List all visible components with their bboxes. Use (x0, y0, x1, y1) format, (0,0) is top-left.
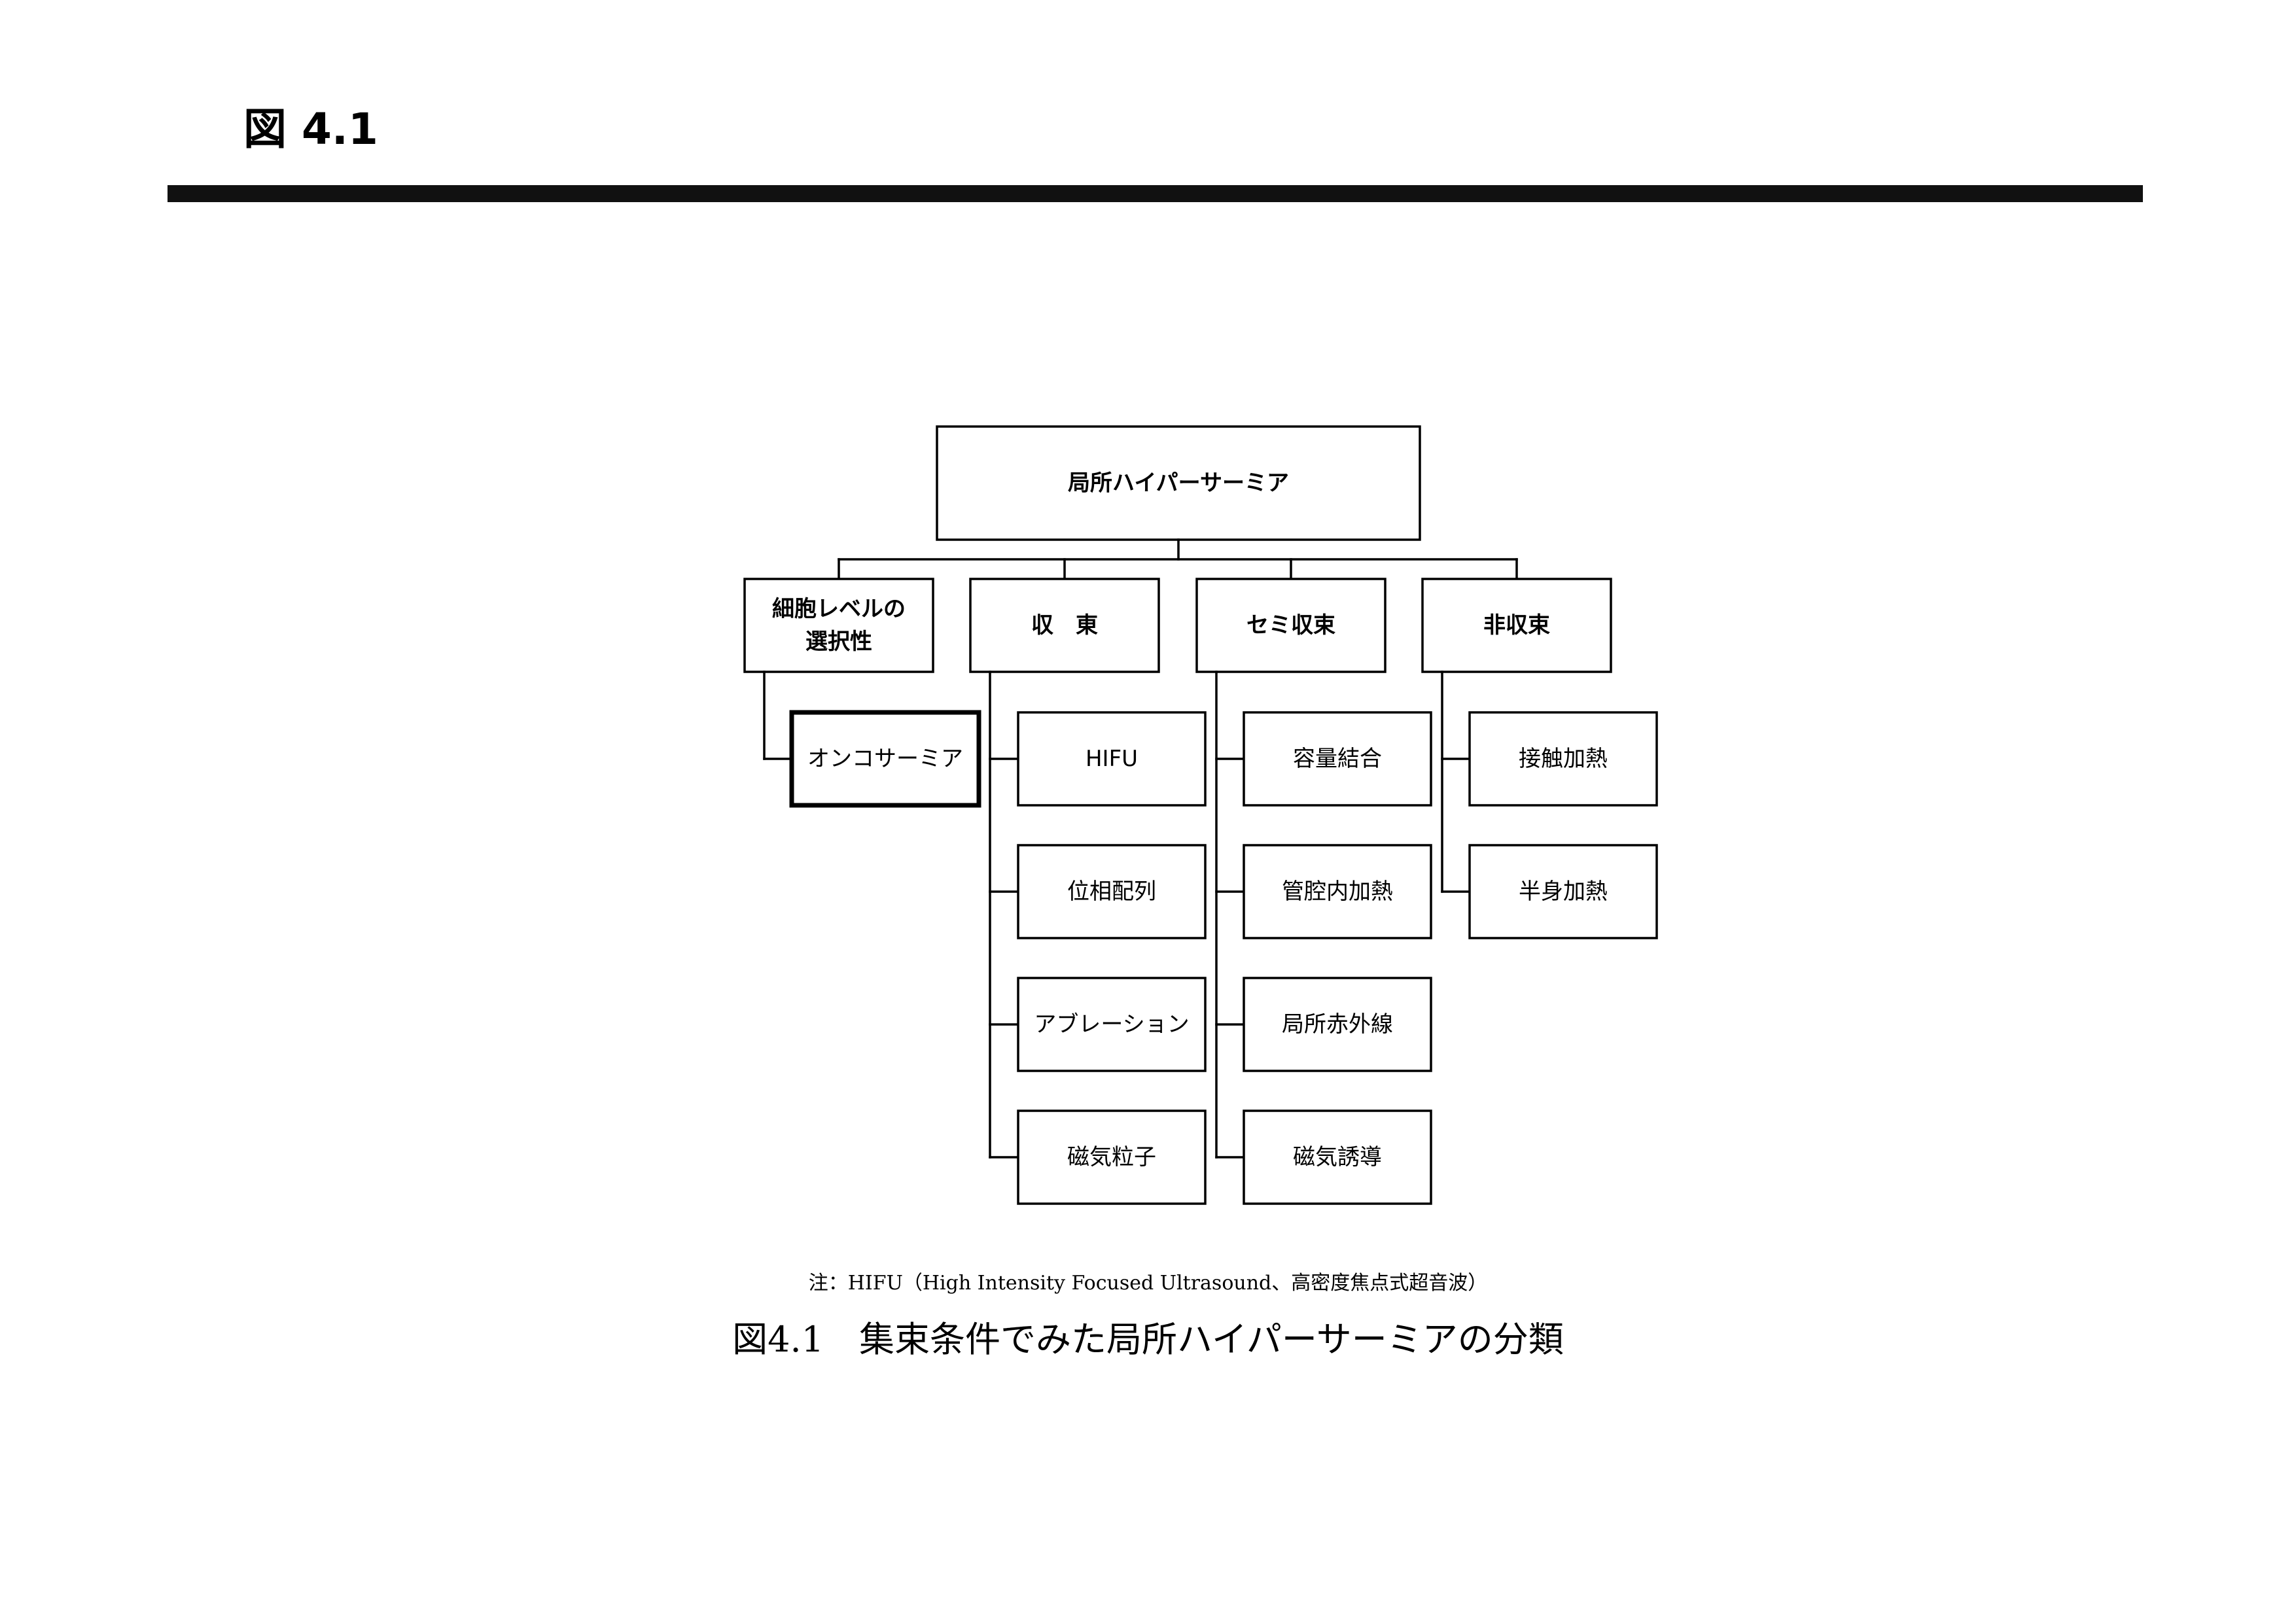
child-node-label: 磁気誘導 (1293, 1144, 1382, 1170)
category-node-label: セミ収束 (1246, 612, 1335, 638)
child-node-box (1017, 977, 1207, 1072)
child-node-label: アブレーション (1034, 1011, 1189, 1038)
child-node-box (1017, 711, 1207, 807)
category-node-box (743, 578, 934, 673)
child-node-box (1243, 977, 1432, 1072)
child-node-label: HIFU (1086, 746, 1138, 772)
category-node-label: 細胞レベルの (772, 596, 906, 622)
child-node-box (1243, 844, 1432, 939)
child-node-box (1243, 1109, 1432, 1205)
category-node-label: 収 東 (1031, 612, 1098, 638)
category-node-box (1421, 578, 1612, 673)
heading-rule (168, 185, 2143, 202)
child-node-label: 接触加熱 (1519, 746, 1608, 772)
child-node-box (1468, 711, 1658, 807)
child-node-label: 磁気粒子 (1067, 1144, 1156, 1170)
child-node-label: オンコサーミア (807, 746, 963, 772)
child-node-box (1017, 844, 1207, 939)
child-node-label: 容量結合 (1293, 746, 1382, 772)
child-node-label: 半身加熱 (1519, 879, 1608, 905)
page-heading: 図 4.1 (243, 104, 378, 154)
child-node-label: 位相配列 (1067, 879, 1156, 905)
highlighted-child-node-box (789, 710, 981, 808)
category-node-box (969, 578, 1160, 673)
category-node-box (1195, 578, 1386, 673)
child-node-box (1243, 711, 1432, 807)
child-node-label: 局所赤外線 (1282, 1011, 1393, 1038)
root-node-label: 局所ハイパーサーミア (1068, 470, 1289, 497)
category-node-label: 選択性 (805, 629, 872, 655)
child-node-box (1017, 1109, 1207, 1205)
diagram-note: 注：HIFU（High Intensity Focused Ultrasound… (808, 1272, 1488, 1295)
child-node-box (1468, 844, 1658, 939)
figure-caption: 図4.1 集束条件でみた局所ハイパーサーミアの分類 (732, 1319, 1564, 1360)
child-node-label: 管腔内加熱 (1282, 879, 1393, 905)
category-node-label: 非収束 (1483, 612, 1550, 638)
